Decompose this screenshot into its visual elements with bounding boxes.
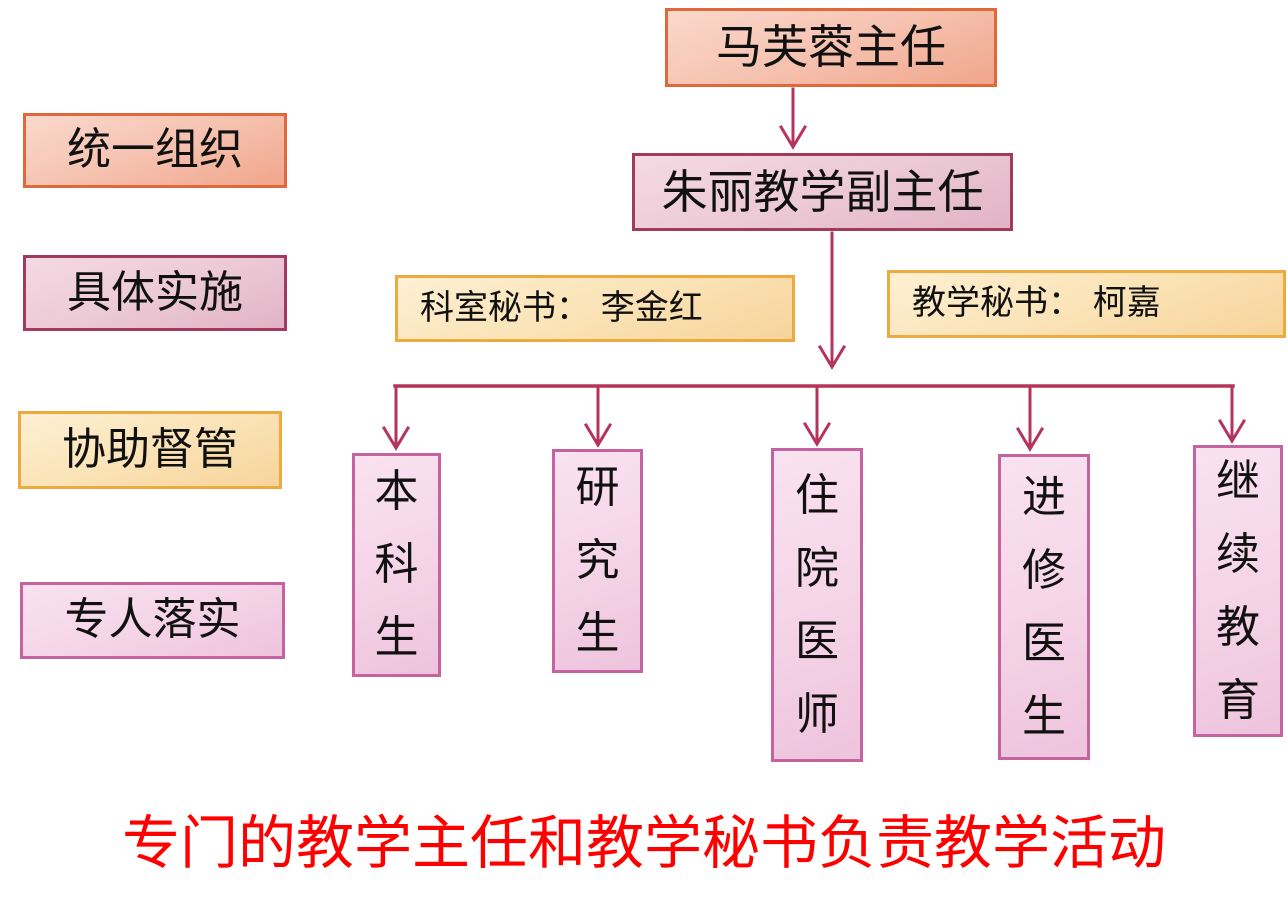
branch-node-graduate: 研究生 (552, 449, 643, 673)
secretary-label: 科室秘书： 李金红 (420, 287, 703, 328)
branch-node-continuing-education: 继续教育 (1193, 445, 1283, 737)
side-label-dedicated-staff: 专人落实 (20, 582, 285, 659)
branch-node-resident-physician: 住院医师 (771, 448, 863, 762)
deputy-director-label: 朱丽教学副主任 (661, 164, 984, 219)
branch-node-undergraduate: 本科生 (352, 453, 441, 677)
director-node: 马芙蓉主任 (665, 8, 997, 87)
side-label-text: 协助督管 (62, 423, 238, 475)
branch-label: 进修医生 (1022, 471, 1066, 742)
branch-label: 继续教育 (1216, 455, 1260, 726)
side-label-unified-organization: 统一组织 (23, 113, 287, 188)
secretary-node-teaching: 教学秘书： 柯嘉 (887, 270, 1286, 338)
deputy-director-node: 朱丽教学副主任 (632, 153, 1013, 231)
secretary-label: 教学秘书： 柯嘉 (912, 283, 1161, 324)
connector-deputy-to-bus (817, 231, 847, 370)
director-label: 马芙蓉主任 (716, 20, 946, 75)
connector-bus-to-branch-5 (1217, 384, 1247, 444)
side-label-text: 统一组织 (67, 124, 243, 176)
side-label-concrete-implementation: 具体实施 (23, 255, 287, 331)
connector-bus-to-branch-3 (802, 384, 832, 447)
connector-bus-to-branch-1 (381, 384, 411, 451)
branch-label: 住院医师 (795, 469, 839, 740)
branch-node-training-doctor: 进修医生 (998, 454, 1090, 760)
side-label-text: 专人落实 (64, 594, 241, 646)
branch-label: 研究生 (575, 462, 620, 659)
connector-root-to-deputy (778, 87, 808, 150)
branch-label: 本科生 (374, 466, 419, 663)
connector-bus-to-branch-4 (1015, 384, 1045, 452)
side-label-text: 具体实施 (67, 266, 243, 318)
connector-bus-to-branch-2 (583, 384, 613, 448)
side-label-assist-supervision: 协助督管 (18, 411, 282, 489)
secretary-node-department: 科室秘书： 李金红 (395, 275, 795, 342)
caption-text: 专门的教学主任和教学秘书负责教学活动 (121, 809, 1166, 877)
